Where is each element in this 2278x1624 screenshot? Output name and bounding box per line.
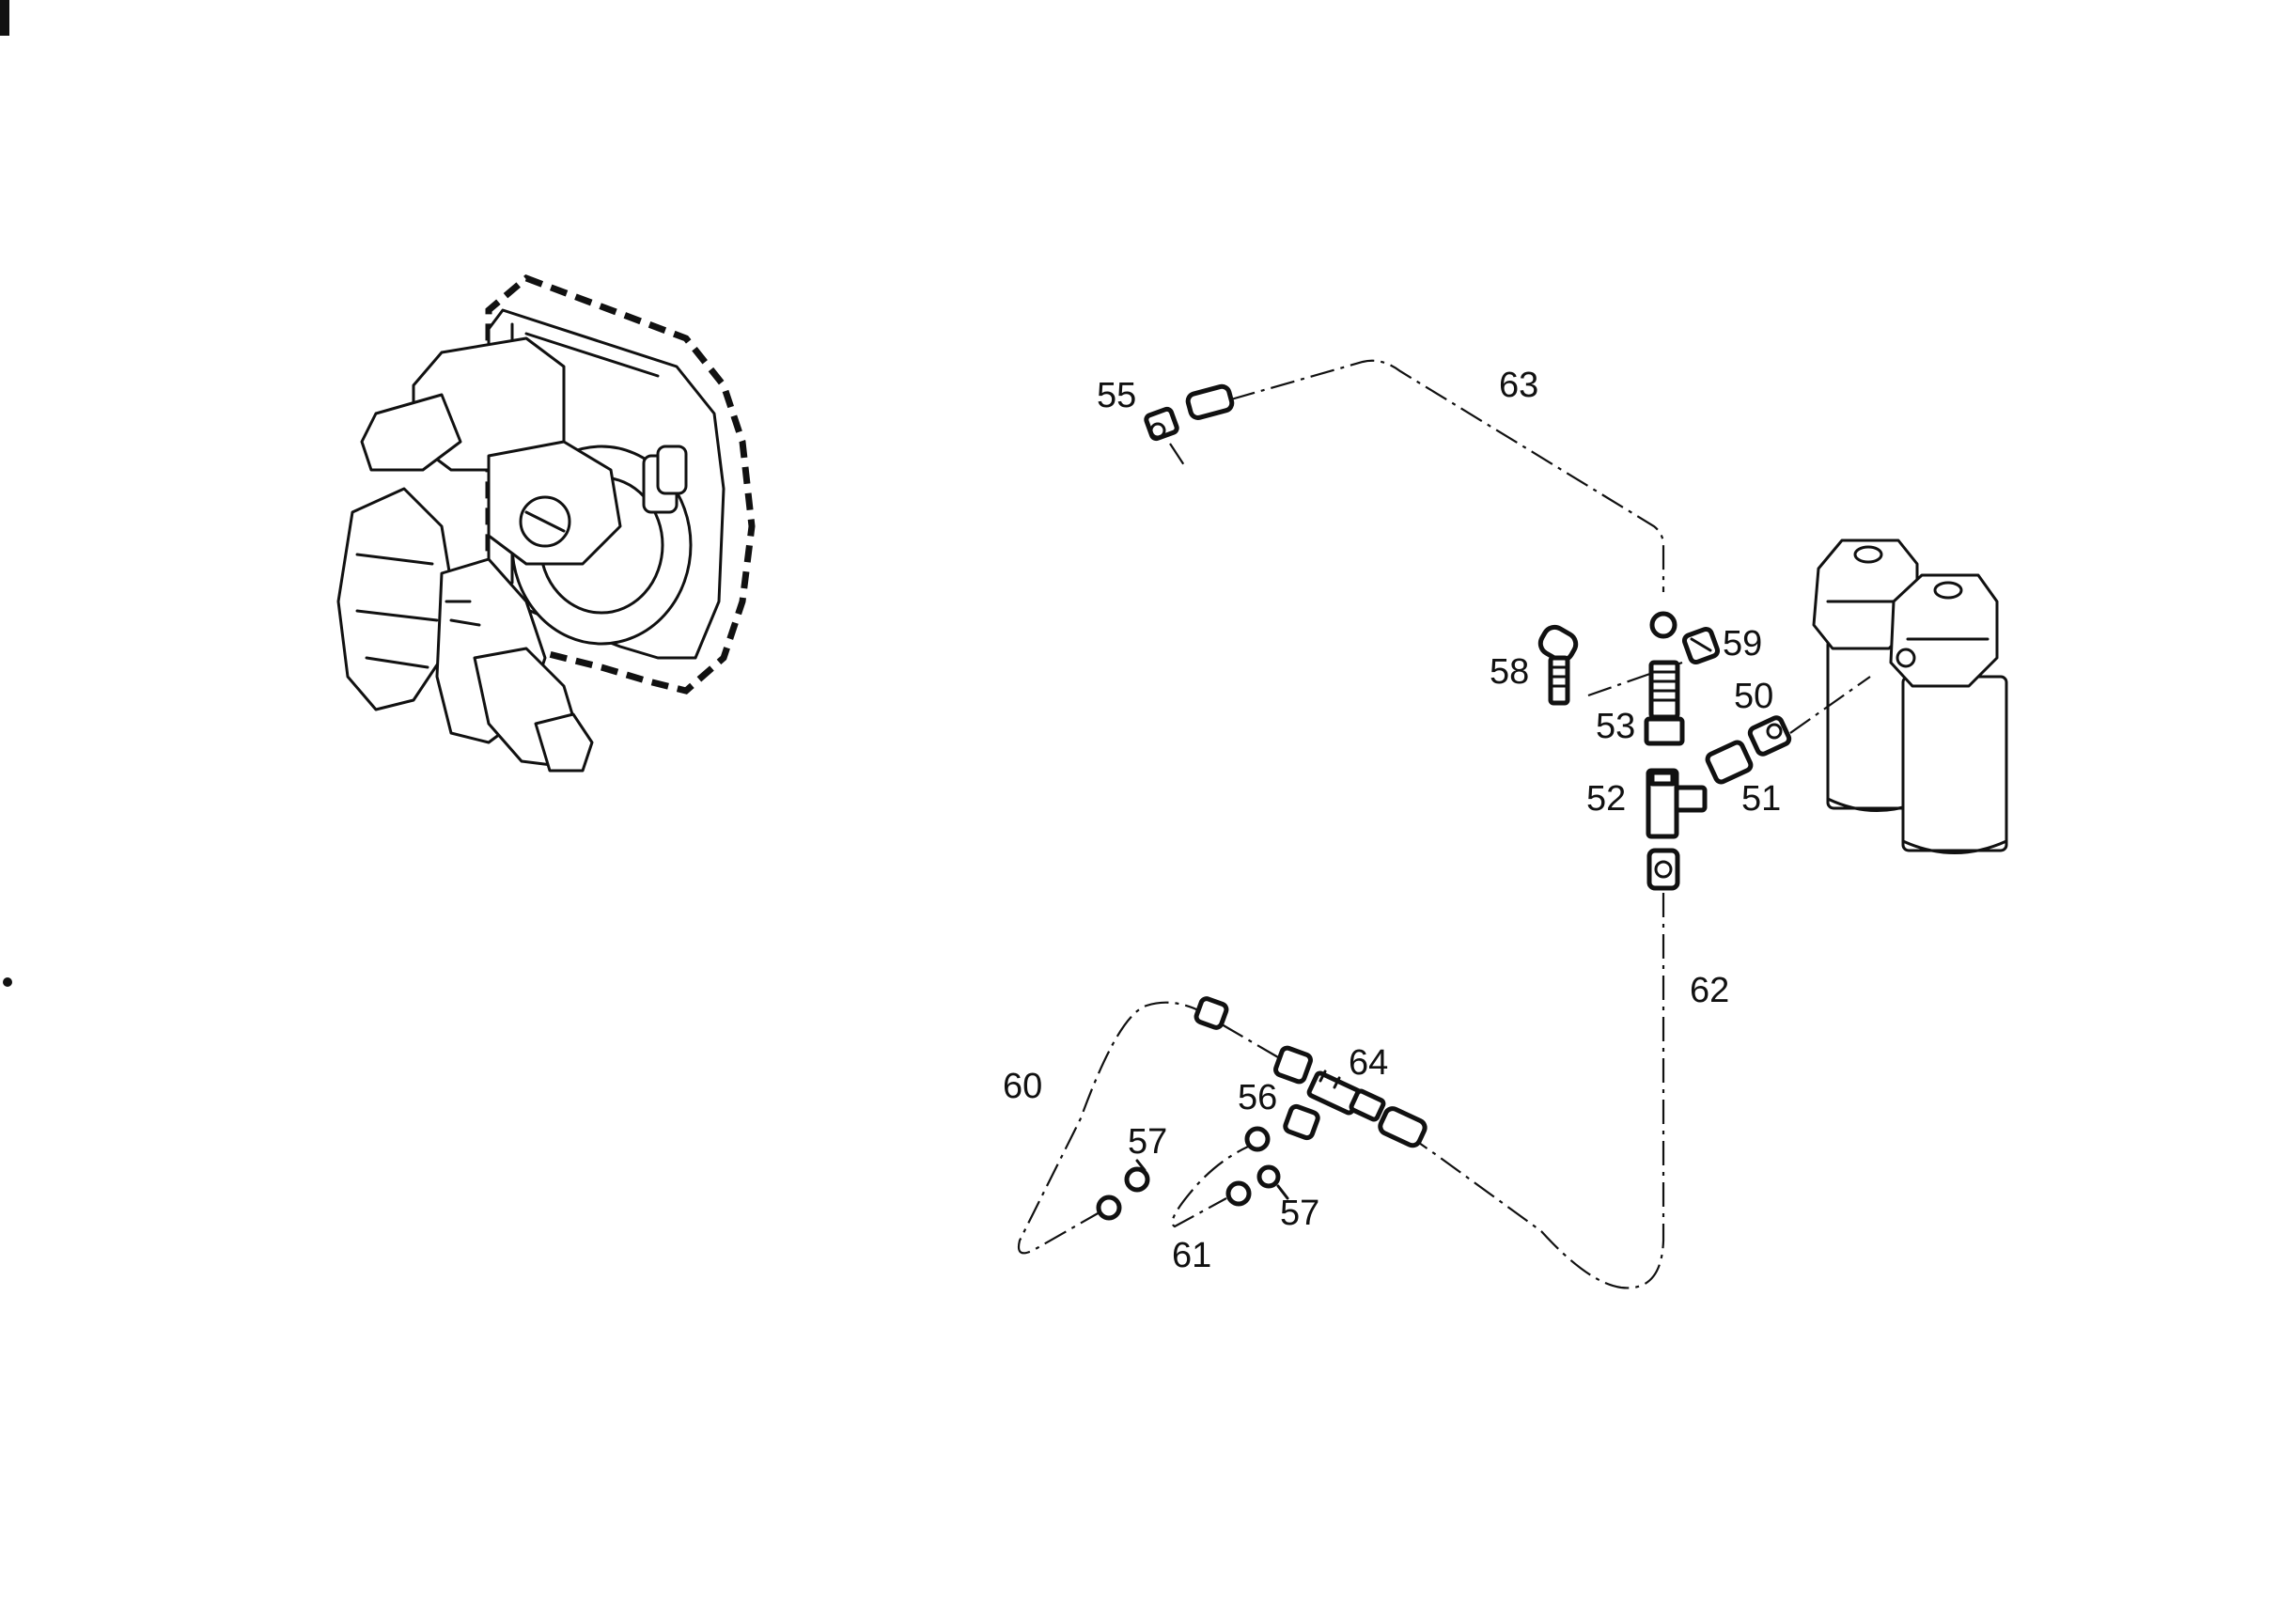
fitting-64 bbox=[1306, 1070, 1386, 1122]
callout-60: 60 bbox=[1003, 1067, 1042, 1106]
callout-57-left: 57 bbox=[1128, 1122, 1167, 1162]
callout-58: 58 bbox=[1490, 652, 1529, 692]
fitting-56-upper bbox=[1273, 1045, 1313, 1085]
scan-speck bbox=[3, 977, 12, 987]
filter-head-front bbox=[1889, 573, 1999, 688]
fitting-57a bbox=[1124, 1166, 1150, 1193]
pipe-line-61 bbox=[1171, 1140, 1260, 1228]
upper-port-cap bbox=[360, 393, 462, 472]
pipe-line-63 bbox=[1230, 359, 1665, 592]
leader-57a bbox=[1135, 1159, 1147, 1172]
callout-61: 61 bbox=[1172, 1236, 1211, 1275]
callout-55: 55 bbox=[1097, 376, 1136, 415]
callout-57-right: 57 bbox=[1280, 1194, 1319, 1233]
filter-housing-pair bbox=[1812, 539, 2008, 854]
fitting-60-top bbox=[1194, 996, 1229, 1030]
pipe-line-60 bbox=[1017, 1001, 1209, 1255]
callout-64: 64 bbox=[1349, 1043, 1388, 1083]
callout-51: 51 bbox=[1741, 779, 1781, 819]
fitting-61-bottom bbox=[1225, 1180, 1252, 1207]
callout-63: 63 bbox=[1499, 366, 1538, 405]
fitting-50 bbox=[1747, 715, 1792, 757]
callout-53: 53 bbox=[1596, 707, 1635, 746]
fitting-57b bbox=[1256, 1164, 1281, 1189]
leader-57b bbox=[1276, 1184, 1289, 1200]
fitting-61-top bbox=[1244, 1126, 1271, 1152]
callout-59: 59 bbox=[1723, 624, 1762, 664]
fitting-cap-top bbox=[1649, 611, 1677, 639]
fitting-58 bbox=[1537, 624, 1579, 706]
fitting-52 bbox=[1646, 768, 1708, 839]
scan-edge-mark bbox=[0, 0, 9, 36]
callout-50: 50 bbox=[1734, 677, 1773, 716]
fitting-55 bbox=[1144, 383, 1235, 442]
fitting-51 bbox=[1705, 740, 1754, 785]
pipe-link-60-56 bbox=[1221, 1023, 1279, 1058]
fitting-53 bbox=[1644, 660, 1685, 746]
fitting-56-lower bbox=[1283, 1103, 1320, 1141]
pipe-link-50-filter bbox=[1789, 676, 1871, 734]
fitting-nut-lower bbox=[1646, 848, 1680, 891]
callout-56: 56 bbox=[1238, 1078, 1277, 1117]
fitting-60-bottom bbox=[1096, 1195, 1122, 1221]
filter-inlet-port bbox=[1896, 648, 1916, 668]
pipe-link-55 bbox=[1169, 443, 1185, 466]
callout-52: 52 bbox=[1586, 779, 1626, 819]
pipe-line-62 bbox=[1390, 893, 1665, 1289]
filter-bowl-front bbox=[1901, 675, 2008, 852]
fitting-64-straight bbox=[1378, 1106, 1428, 1148]
pump-assembly-illustration bbox=[336, 273, 756, 773]
regulator-housing-left bbox=[336, 487, 453, 711]
callout-62: 62 bbox=[1690, 971, 1729, 1010]
fitting-59 bbox=[1681, 626, 1721, 665]
